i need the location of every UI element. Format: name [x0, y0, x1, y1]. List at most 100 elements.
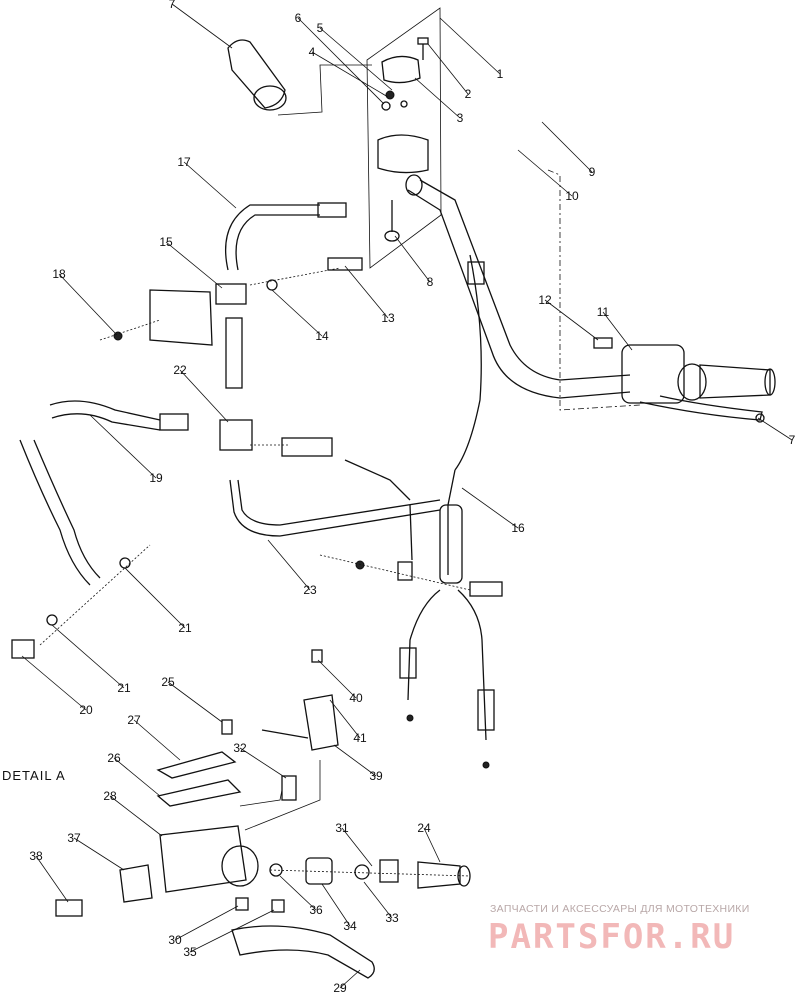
spiral-hose-b [33, 439, 101, 579]
callout-label: 34 [343, 919, 357, 933]
callout-label: 24 [417, 821, 431, 835]
leader-line [319, 27, 393, 91]
left-grip [227, 39, 286, 109]
leader-line [544, 299, 599, 341]
watermark-tagline: ЗАПЧАСТИ И АКСЕССУАРЫ ДЛЯ МОТОТЕХНИКИ [490, 903, 750, 915]
washer [381, 101, 391, 111]
leader-line [183, 161, 237, 209]
callout-label: 36 [309, 903, 323, 917]
callout-label: 23 [303, 583, 317, 597]
leader-line [321, 883, 351, 927]
leader-line [333, 744, 377, 777]
callout-label: 32 [233, 741, 247, 755]
screw-2 [417, 37, 429, 45]
leader-line [427, 43, 469, 95]
leader-line [317, 659, 357, 699]
leader-line [541, 121, 593, 173]
adjuster-bolt [469, 581, 503, 597]
watermark-brand: PARTSFOR.RU [488, 917, 735, 957]
part-shapes [11, 7, 776, 979]
reservoir-28 [159, 825, 247, 893]
callout-label: 2 [465, 87, 472, 101]
dash-leader [547, 169, 641, 411]
right-cable-end [477, 689, 495, 731]
washer-33 [354, 864, 370, 880]
callout-labels: 1234567789101112131415161718192021212223… [29, 0, 795, 992]
leader-line [423, 827, 441, 863]
cable-tip-left [406, 714, 414, 722]
callout-label: 3 [457, 111, 464, 125]
handlebar-upper-edge [419, 179, 631, 381]
cable-fitting [467, 261, 485, 285]
brake-line-17b [235, 214, 320, 271]
callout-label: 15 [159, 235, 173, 249]
dotted-link [319, 554, 471, 591]
switch-37 [119, 864, 153, 903]
dotted-link [39, 544, 151, 646]
left-grip-end [253, 85, 287, 111]
bolt-8-head [384, 230, 400, 242]
leader-line [179, 369, 229, 423]
cable-junction [439, 504, 463, 584]
washer-21a [119, 557, 131, 569]
callout-label: 10 [565, 189, 579, 203]
callout-label: 1 [497, 67, 504, 81]
washer-near-23 [355, 560, 365, 570]
callout-label: 35 [183, 945, 197, 959]
leader-line [461, 487, 519, 529]
leader-line [414, 77, 461, 119]
right-grip-end [764, 368, 776, 396]
leader-line [602, 311, 633, 351]
leader-line [189, 909, 275, 953]
leader-line [329, 699, 361, 739]
callout-label: 37 [67, 831, 81, 845]
segmented-hose [344, 459, 411, 501]
leader-line [239, 747, 287, 779]
housing-ring [677, 363, 707, 401]
callout-label: 5 [317, 21, 324, 35]
callout-label: 20 [79, 703, 93, 717]
leader-line [21, 655, 87, 711]
brake-line-23 [237, 479, 441, 526]
watermark: ЗАПЧАСТИ И АКСЕССУАРЫ ДЛЯ МОТОТЕХНИКИ PA… [488, 903, 750, 957]
callout-label: 16 [511, 521, 525, 535]
callout-label: 9 [589, 165, 596, 179]
callout-label: 14 [315, 329, 329, 343]
bolt-20 [11, 639, 35, 659]
callout-label: 41 [353, 731, 367, 745]
spring [385, 90, 395, 100]
callout-label: 30 [168, 933, 182, 947]
dotted-link [249, 267, 341, 286]
left-cable-end [399, 647, 417, 679]
leader-line [344, 265, 389, 319]
bracket-plate [149, 289, 213, 346]
detail-leader [244, 760, 321, 831]
switch-body-39 [303, 694, 339, 751]
lower-clamp [377, 134, 429, 174]
callout-label: 33 [385, 911, 399, 925]
callout-label: 8 [427, 275, 434, 289]
brake-line-19 [49, 400, 161, 421]
cable-branch-right [457, 589, 487, 741]
line-17-fitting [317, 202, 347, 218]
leader-line [439, 17, 501, 75]
handlebar-lower-edge [407, 189, 631, 399]
leader-line [124, 567, 186, 629]
leader-line [341, 827, 373, 867]
callout-label: 27 [127, 713, 141, 727]
block-15 [215, 283, 247, 305]
leader-lines [21, 3, 793, 989]
leader-line [73, 837, 125, 871]
nut [400, 100, 408, 108]
leader-line [339, 969, 361, 989]
diaphragm-26 [156, 779, 242, 807]
leader-line [167, 681, 223, 723]
line-19-fitting [159, 413, 189, 431]
switch-wire [261, 729, 309, 739]
banjo-fitting [397, 561, 413, 581]
right-grip [699, 364, 771, 399]
washer-14 [266, 279, 278, 291]
right-hose-fitting [281, 437, 333, 457]
callout-label: 12 [538, 293, 552, 307]
